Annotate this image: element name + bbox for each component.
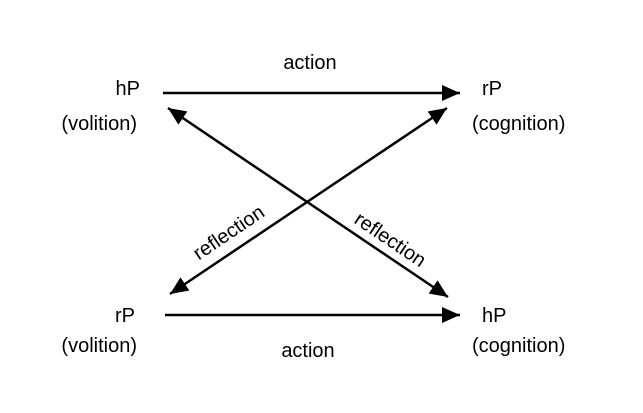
edge-label-action-top: action [283,52,337,74]
reflection-arrow-bottomleft-topright [169,106,448,296]
node-bottom-right-sublabel: (cognition) [472,335,566,357]
node-top-left-sublabel: (volition) [61,113,137,135]
node-bottom-left-label: rP [115,305,135,327]
node-top-right-label: rP [482,78,502,100]
node-top-left-label: hP [115,78,140,100]
node-bottom-left-sublabel: (volition) [61,335,137,357]
node-bottom-right-label: hP [482,305,507,327]
node-top-right-sublabel: (cognition) [472,113,566,135]
edge-label-action-bottom: action [281,340,335,362]
